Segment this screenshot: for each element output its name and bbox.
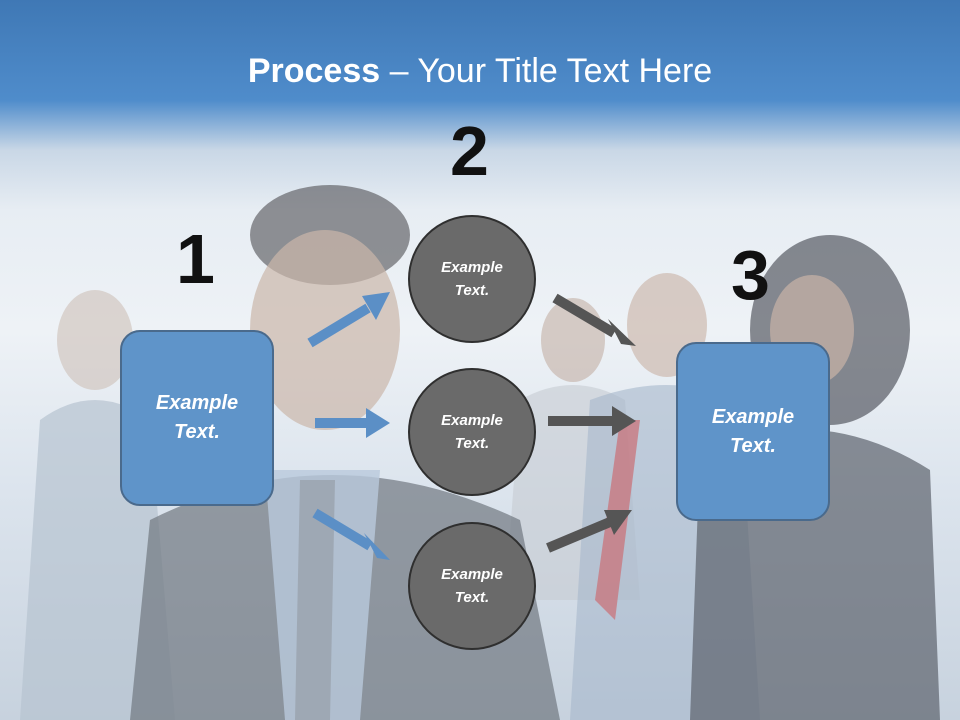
slide-title: Process – Your Title Text Here — [0, 52, 960, 91]
process-circle-2: Example Text. — [408, 368, 536, 496]
arrow-circle-1-to-right — [552, 293, 636, 346]
circle-3-line1: Example — [441, 566, 503, 583]
arrow-left-to-circle-2 — [315, 408, 390, 438]
right-box-line2: Text. — [730, 434, 776, 457]
circle-3-line2: Text. — [454, 589, 490, 606]
process-circle-1: Example Text. — [408, 215, 536, 343]
right-text-box: Example Text. — [676, 342, 830, 521]
circle-2-line1: Example — [441, 412, 503, 429]
left-box-line2: Text. — [174, 421, 220, 443]
step-number-3: 3 — [731, 236, 770, 314]
circle-1-line2: Text. — [454, 282, 490, 299]
right-box-line1: Example — [711, 405, 795, 428]
title-rest: – Your Title Text Here — [380, 52, 713, 90]
process-circle-3: Example Text. — [408, 522, 536, 650]
arrow-left-to-circle-1 — [307, 292, 390, 348]
step-number-1: 1 — [176, 220, 215, 298]
arrow-circle-2-to-right — [548, 406, 636, 436]
circle-2-line2: Text. — [454, 435, 490, 452]
arrow-circle-3-to-right — [546, 510, 632, 553]
left-box-line1: Example — [155, 392, 239, 414]
left-text-box: Example Text. — [120, 330, 274, 506]
arrow-left-to-circle-3 — [312, 508, 390, 560]
title-bold: Process — [247, 52, 381, 90]
step-number-2: 2 — [450, 112, 489, 190]
circle-1-line1: Example — [441, 259, 503, 276]
